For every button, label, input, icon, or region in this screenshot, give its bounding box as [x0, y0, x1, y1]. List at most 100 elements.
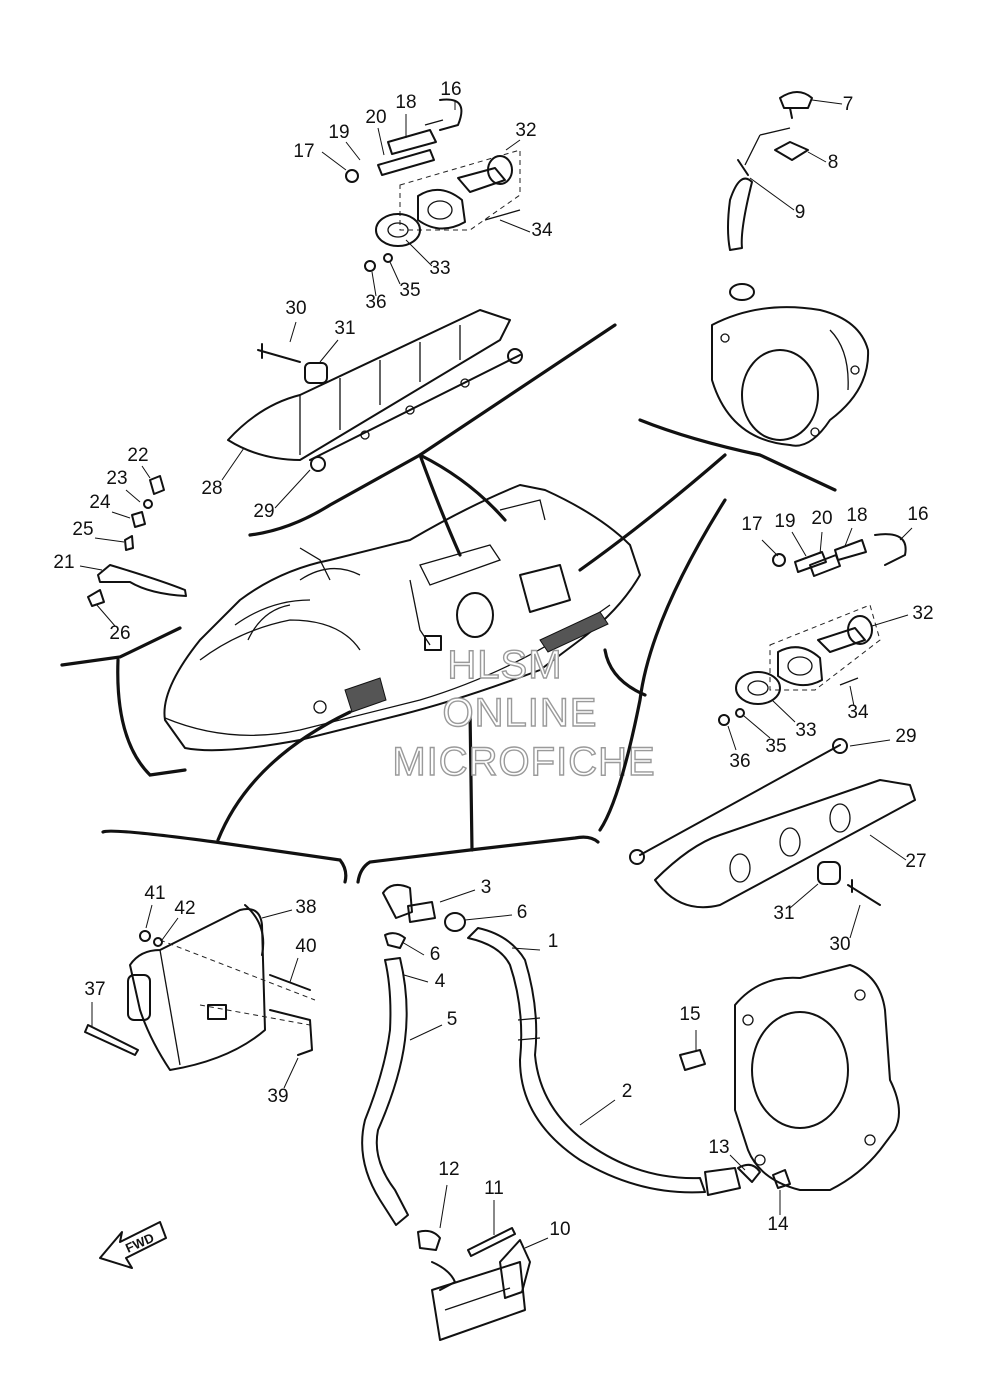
- callout-number-8: 8: [828, 152, 839, 173]
- callout-leader-line: [401, 941, 425, 956]
- callout-number-35: 35: [765, 736, 786, 757]
- callout-leader-line: [439, 1184, 448, 1229]
- top-right-jet-housing: [638, 91, 870, 492]
- callout-number-30: 30: [285, 298, 306, 319]
- callout-number-16: 16: [907, 504, 928, 525]
- lower-cover-bracket: [84, 829, 348, 1071]
- callout-number-23: 23: [106, 468, 127, 489]
- callout-number-20: 20: [811, 508, 832, 529]
- callout-leader-line: [789, 883, 819, 909]
- callout-number-32: 32: [515, 120, 536, 141]
- callout-number-11: 11: [484, 1178, 504, 1199]
- callout-number-17: 17: [741, 514, 762, 535]
- watercraft-hull: [163, 484, 641, 752]
- callout-leader-line: [389, 261, 401, 285]
- callout-leader-line: [791, 531, 807, 557]
- watermark-line-2: ONLINE: [443, 691, 598, 735]
- callout-number-15: 15: [679, 1004, 700, 1025]
- callout-leader-line: [319, 339, 339, 363]
- callout-leader-line: [505, 139, 521, 151]
- callout-leader-line: [403, 974, 429, 983]
- right-duct-cover: [598, 498, 916, 909]
- callout-leader-line: [141, 465, 151, 479]
- callout-number-36: 36: [365, 292, 386, 313]
- callout-number-7: 7: [843, 94, 854, 115]
- callout-number-33: 33: [429, 258, 450, 279]
- bilge-hoses: [356, 835, 741, 1341]
- callout-leader-line: [79, 565, 103, 571]
- callout-leader-line: [844, 527, 853, 547]
- callout-leader-line: [321, 151, 347, 171]
- callout-leader-line: [161, 917, 179, 941]
- callout-number-17: 17: [293, 141, 314, 162]
- callout-number-28: 28: [201, 478, 222, 499]
- callout-leader-line: [511, 947, 541, 951]
- callout-number-14: 14: [767, 1214, 789, 1235]
- hull-arrows: [116, 453, 727, 852]
- callout-number-13: 13: [708, 1137, 729, 1158]
- callout-leader-line: [371, 271, 377, 297]
- callout-leader-line: [261, 909, 293, 919]
- callout-leader-line: [274, 469, 311, 509]
- callout-number-16: 16: [440, 79, 461, 100]
- callout-number-19: 19: [774, 511, 795, 532]
- callout-number-6: 6: [430, 944, 441, 965]
- callout-leader-line: [94, 537, 125, 543]
- callout-number-33: 33: [795, 720, 816, 741]
- callout-number-1: 1: [548, 931, 559, 952]
- callout-leader-line: [289, 321, 297, 343]
- callout-number-29: 29: [895, 726, 916, 747]
- callout-number-26: 26: [109, 623, 130, 644]
- callout-leader-line: [345, 141, 361, 161]
- callout-number-6: 6: [517, 902, 528, 923]
- callout-number-5: 5: [447, 1009, 458, 1030]
- callout-leader-line: [524, 1237, 549, 1249]
- callout-leader-line: [749, 177, 795, 211]
- callout-number-12: 12: [438, 1159, 459, 1180]
- callout-number-36: 36: [729, 751, 750, 772]
- callout-leader-line: [125, 489, 141, 503]
- callout-leader-line: [377, 127, 385, 156]
- callout-number-31: 31: [773, 903, 794, 924]
- callout-number-29: 29: [253, 501, 274, 522]
- callout-number-18: 18: [395, 92, 416, 113]
- callout-number-35: 35: [399, 280, 420, 301]
- callout-leader-line: [729, 1154, 746, 1171]
- callout-number-41: 41: [144, 883, 165, 904]
- callout-leader-line: [849, 904, 861, 939]
- callout-number-18: 18: [846, 505, 867, 526]
- watermark-line-1: HLSM: [447, 643, 562, 687]
- callout-leader-line: [221, 447, 245, 481]
- callout-number-34: 34: [531, 220, 553, 241]
- callout-number-40: 40: [295, 936, 316, 957]
- callout-leader-line: [579, 1099, 616, 1126]
- callout-number-25: 25: [72, 519, 93, 540]
- callout-labels: 7891618201917323433363530312829222324252…: [53, 79, 934, 1249]
- callout-number-9: 9: [795, 202, 806, 223]
- callout-leader-line: [899, 527, 913, 541]
- watermark: HLSM ONLINE MICROFICHE: [392, 642, 656, 784]
- watermark-line-3: MICROFICHE: [392, 740, 655, 784]
- callout-leader-line: [771, 699, 796, 723]
- callout-number-20: 20: [365, 107, 386, 128]
- callout-number-22: 22: [127, 445, 148, 466]
- callout-number-42: 42: [174, 898, 195, 919]
- callout-number-38: 38: [295, 897, 316, 918]
- callout-leader-line: [727, 725, 737, 751]
- callout-leader-line: [405, 239, 433, 267]
- callout-number-21: 21: [53, 552, 74, 573]
- callout-leader-line: [409, 1024, 443, 1041]
- top-grate-fittings: [345, 98, 521, 272]
- callout-leader-line: [849, 739, 891, 747]
- left-bracket-assembly: [60, 475, 187, 667]
- callout-leader-line: [849, 685, 855, 707]
- callout-leader-line: [761, 539, 779, 557]
- callout-leader-line: [819, 531, 823, 555]
- callout-leader-line: [869, 834, 907, 861]
- callout-leader-line: [145, 904, 153, 929]
- callout-number-4: 4: [435, 971, 446, 992]
- left-duct-cover: [227, 309, 617, 537]
- callout-number-32: 32: [912, 603, 933, 624]
- callout-number-31: 31: [334, 318, 355, 339]
